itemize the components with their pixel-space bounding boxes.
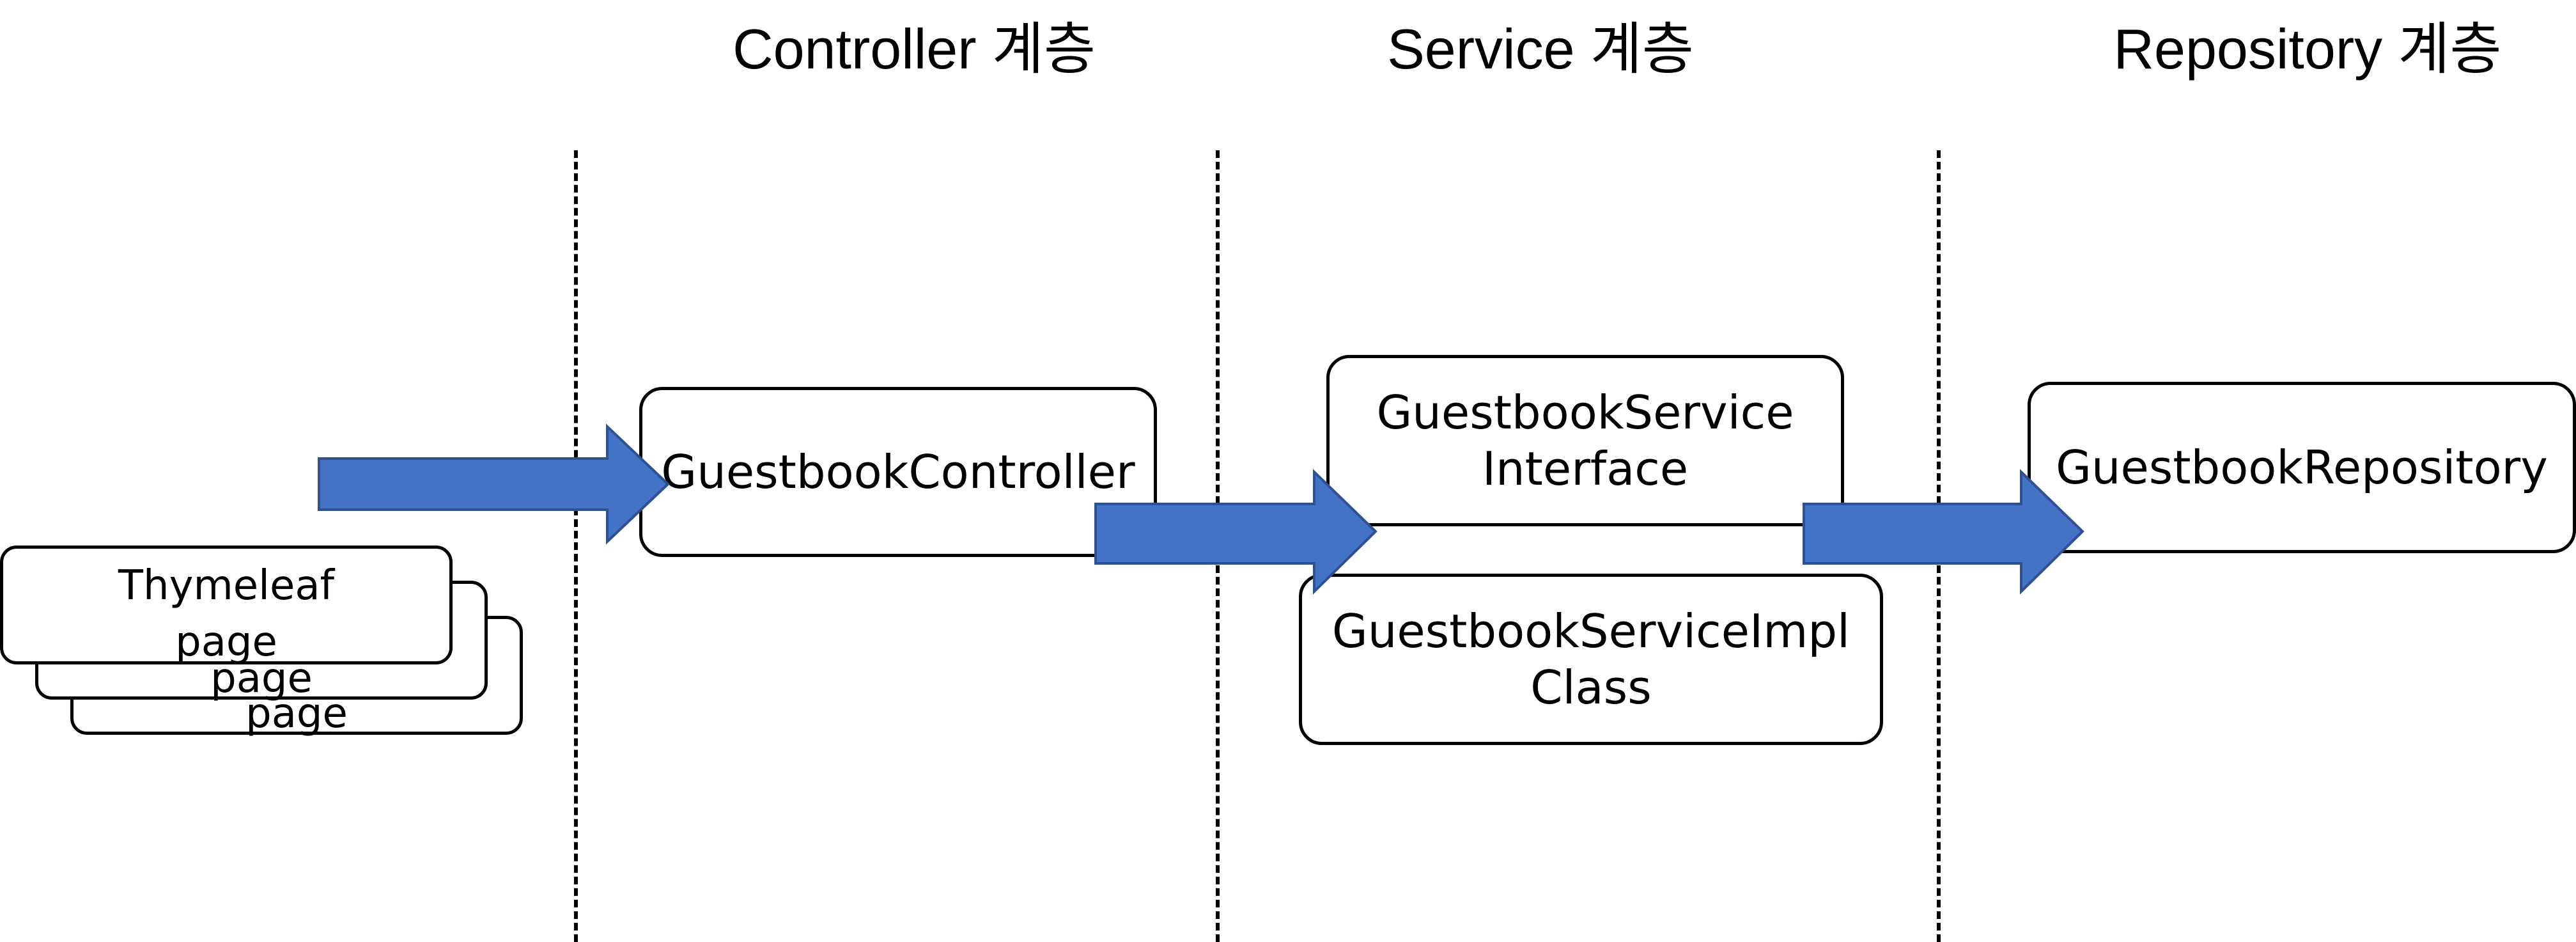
controller-layer-title: Controller 계층 (733, 17, 1096, 81)
guestbook-service-interface-box: GuestbookService Interface (1326, 355, 1844, 526)
guestbook-service-impl-box: GuestbookServiceImpl Class (1299, 574, 1883, 745)
service-layer-title: Service 계층 (1387, 17, 1694, 81)
divider-view-controller (574, 150, 578, 942)
arrow-view-to-controller (318, 423, 670, 545)
arrow-service-to-repository (1803, 469, 2084, 595)
thymeleaf-page-card-front: Thymeleaf page (0, 546, 453, 666)
repository-layer-title: Repository 계층 (2113, 17, 2502, 81)
guestbook-controller-box: GuestbookController (639, 387, 1157, 557)
arrow-controller-to-service (1094, 469, 1377, 595)
guestbook-repository-box: GuestbookRepository (2028, 382, 2576, 553)
